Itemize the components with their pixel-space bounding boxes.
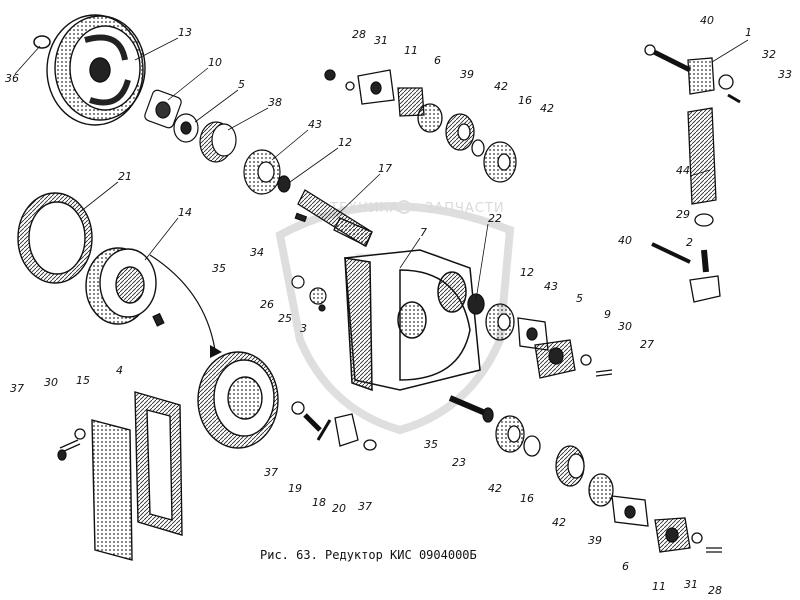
callout-10: 10	[208, 56, 222, 69]
callout-17: 17	[378, 162, 392, 175]
callout-42d: 42	[552, 516, 566, 529]
callout-21: 21	[118, 170, 132, 183]
callout-42: 42	[494, 80, 508, 93]
small-parts-26-25-3	[291, 212, 327, 312]
callout-33: 33	[778, 68, 792, 81]
callout-19: 19	[288, 482, 302, 495]
callout-32: 32	[762, 48, 776, 61]
upper-parts-chain	[144, 89, 291, 195]
callout-29: 29	[676, 208, 690, 221]
callout-44: 44	[676, 164, 690, 177]
callout-28: 28	[352, 28, 366, 41]
callout-23: 23	[452, 456, 466, 469]
callout-7: 7	[420, 226, 427, 239]
lower-parts-chain	[495, 415, 722, 553]
callout-26: 26	[260, 298, 274, 311]
callout-43: 43	[308, 118, 322, 131]
callout-37b: 37	[264, 466, 278, 479]
callout-30: 30	[618, 320, 632, 333]
callout-1: 1	[745, 26, 752, 39]
right-parts-chain	[467, 293, 613, 379]
callout-6: 6	[434, 54, 441, 67]
callout-15: 15	[76, 374, 90, 387]
link-assembly	[644, 44, 741, 303]
callout-22: 22	[488, 212, 502, 225]
callout-27: 27	[640, 338, 654, 351]
plate-15	[91, 419, 133, 561]
callout-37c: 37	[358, 500, 372, 513]
bolt-left	[57, 428, 86, 461]
callout-11: 11	[404, 44, 418, 57]
callout-3: 3	[300, 322, 307, 335]
callout-37: 37	[10, 382, 24, 395]
gasket-4	[134, 391, 183, 536]
arrow-assembly	[149, 254, 216, 351]
callout-38: 38	[268, 96, 282, 109]
drum-14	[85, 247, 165, 327]
callout-42c: 42	[488, 482, 502, 495]
leader-lines	[14, 37, 749, 301]
callout-5b: 5	[576, 292, 583, 305]
callout-31: 31	[374, 34, 388, 47]
callout-6b: 6	[622, 560, 629, 573]
callout-42b: 42	[540, 102, 554, 115]
arrow-head	[210, 345, 222, 358]
callout-16: 16	[518, 94, 532, 107]
callout-11b: 11	[652, 580, 666, 593]
watermark-text-left: ТЕХНИКА	[329, 201, 400, 216]
callout-labels: 36 13 10 5 38 43 12 28 31 11 6 39 42 16 …	[5, 14, 792, 597]
ring-36	[33, 35, 51, 49]
callout-20: 20	[332, 502, 346, 515]
callout-16b: 16	[520, 492, 534, 505]
callout-34: 34	[250, 246, 264, 259]
small-parts-19-18-20	[291, 401, 377, 451]
shaft-17	[297, 189, 373, 247]
callout-36: 36	[5, 72, 19, 85]
callout-25: 25	[278, 312, 292, 325]
callout-35: 35	[212, 262, 226, 275]
bolt-23	[448, 395, 494, 423]
upper-right-chain	[324, 69, 517, 183]
callout-39: 39	[460, 68, 474, 81]
callout-12: 12	[338, 136, 352, 149]
pulley-13	[46, 14, 146, 126]
callout-39b: 39	[588, 534, 602, 547]
callout-28b: 28	[708, 584, 722, 597]
watermark-text-right: ЗАПЧАСТИ	[425, 201, 505, 216]
callout-40b: 40	[618, 234, 632, 247]
callout-5: 5	[238, 78, 245, 91]
callout-43b: 43	[544, 280, 558, 293]
callout-31b: 31	[684, 578, 698, 591]
figure-caption: Рис. 63. Редуктор КИС 0904000Б	[260, 548, 477, 562]
callout-2: 2	[686, 236, 693, 249]
housing-7	[344, 249, 481, 392]
callout-4: 4	[116, 364, 123, 377]
callout-9: 9	[604, 308, 611, 321]
callout-30b: 30	[44, 376, 58, 389]
callout-12b: 12	[520, 266, 534, 279]
gear-ring-21	[17, 192, 93, 284]
gear-assembly	[197, 351, 279, 449]
callout-13: 13	[178, 26, 192, 39]
callout-14: 14	[178, 206, 192, 219]
callout-40: 40	[700, 14, 714, 27]
callout-18: 18	[312, 496, 326, 509]
callout-35b: 35	[424, 438, 438, 451]
